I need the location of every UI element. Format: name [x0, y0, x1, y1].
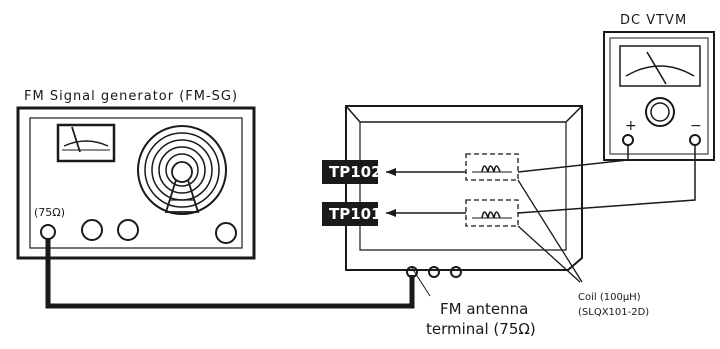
- vtvm-plus-terminal[interactable]: [622, 134, 634, 146]
- dc-vtvm: DC VTVM + −: [603, 13, 715, 161]
- vtvm-meter: [619, 45, 701, 87]
- fm-sg-front-panel: [29, 117, 243, 249]
- svg-text:TP101: TP101: [329, 205, 382, 223]
- tp102-label: TP102: [322, 160, 382, 184]
- vtvm-plus-lead: [517, 145, 629, 173]
- fm-sg-meter: [56, 123, 116, 163]
- vtvm-case: [603, 31, 715, 161]
- antenna-terminal-2[interactable]: [428, 266, 440, 278]
- vtvm-title: DC VTVM: [620, 13, 687, 28]
- fm-sg-impedance-label: (75Ω): [34, 206, 65, 219]
- coax-cable: [45, 239, 415, 309]
- antenna-label-line2: terminal (75Ω): [426, 320, 536, 338]
- fm-sg-output-terminal[interactable]: [40, 224, 56, 240]
- fm-sg-tuning-dial[interactable]: [137, 125, 227, 215]
- vtvm-minus-lead: [517, 145, 696, 214]
- fm-sg-knob-2[interactable]: [117, 219, 139, 241]
- vtvm-plus-label: +: [625, 118, 637, 134]
- fm-signal-generator: FM Signal generator (FM-SG) (75Ω): [16, 89, 256, 260]
- vtvm-minus-label: −: [690, 118, 702, 134]
- vtvm-range-knob[interactable]: [645, 97, 675, 127]
- antenna-pointer: [411, 267, 431, 297]
- coil-lower: [465, 199, 519, 227]
- fm-sg-case: [16, 106, 256, 260]
- antenna-terminal-3[interactable]: [450, 266, 462, 278]
- antenna-label-line1: FM antenna: [440, 300, 528, 318]
- antenna-terminal-1[interactable]: [406, 266, 418, 278]
- vtvm-minus-terminal[interactable]: [689, 134, 701, 146]
- fm-sg-knob-3[interactable]: [215, 222, 237, 244]
- coil-label-line1: Coil (100μH): [578, 292, 641, 303]
- coil-pointer-upper: [517, 179, 583, 283]
- fm-sg-knob-1[interactable]: [81, 219, 103, 241]
- coil-label-line2: (SLQX101-2D): [578, 307, 649, 318]
- fm-sg-title: FM Signal generator (FM-SG): [24, 89, 238, 104]
- coil-pointer-lower: [517, 225, 581, 283]
- tp101-label: TP101: [322, 202, 382, 226]
- svg-text:TP102: TP102: [329, 163, 382, 181]
- coil-upper: [465, 153, 519, 181]
